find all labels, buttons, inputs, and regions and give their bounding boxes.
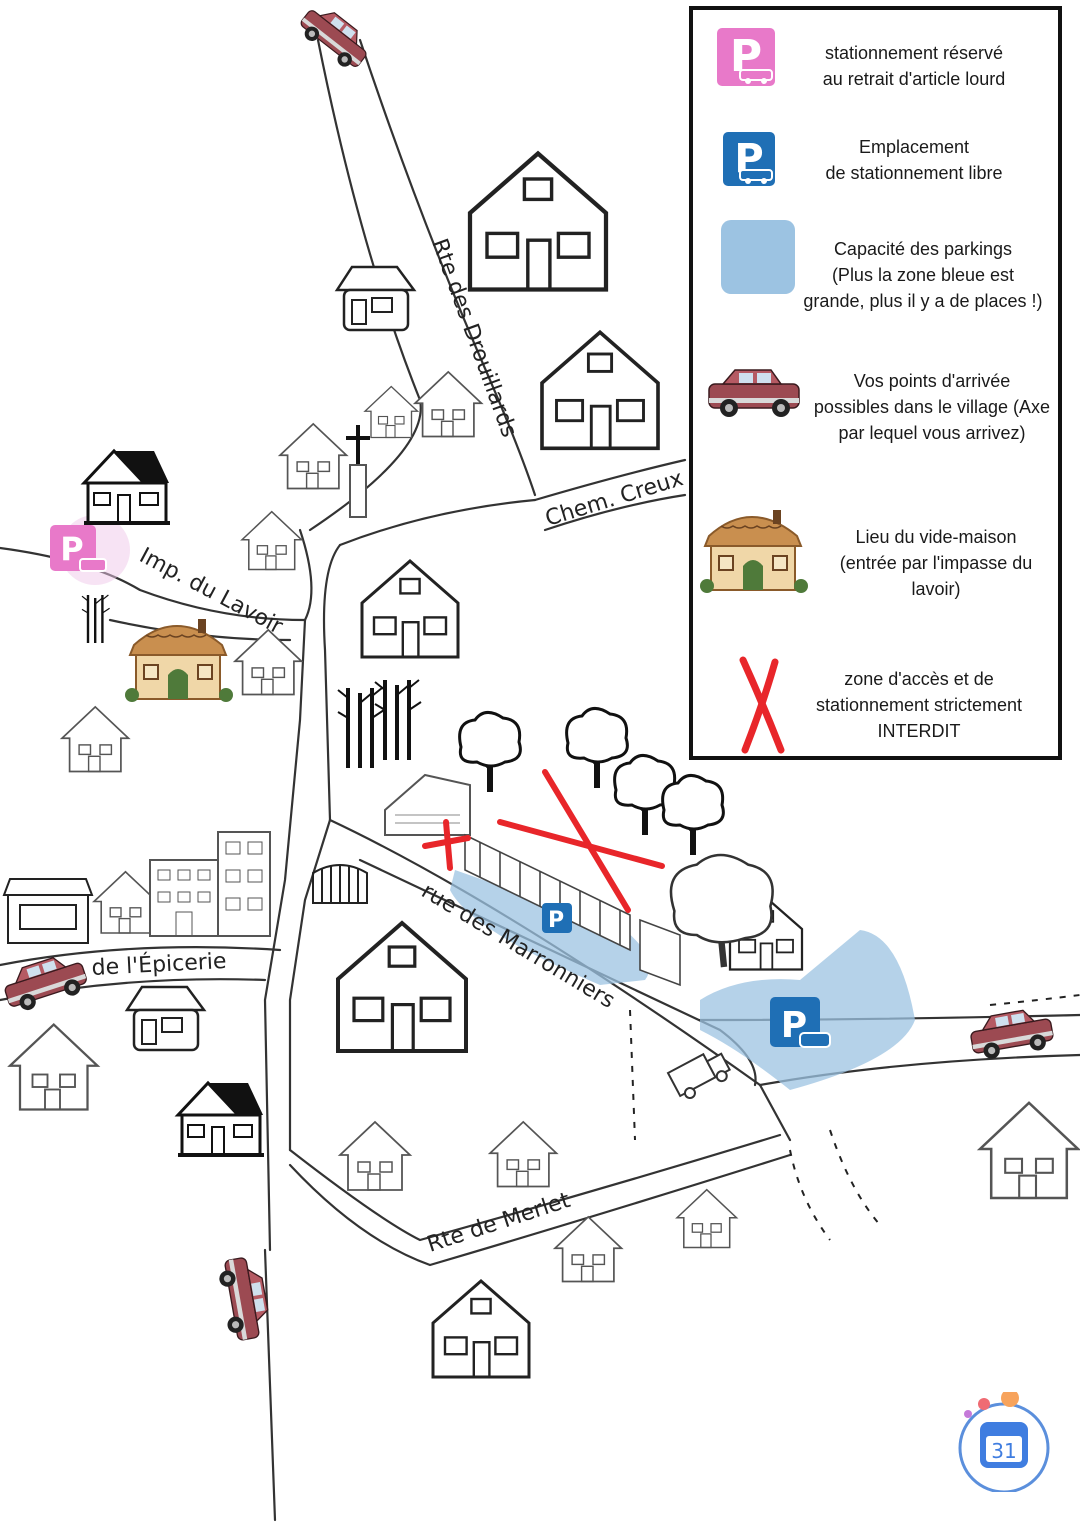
legend-text-line: Capacité des parkings <box>833 239 1013 259</box>
map-legend: P stationnement réservé au retrait d'art… <box>689 6 1062 760</box>
car-icon <box>708 369 800 418</box>
blue-parking-sign-icon: P <box>723 132 775 186</box>
legend-text-line: possibles dans le village (Axe <box>813 397 1051 417</box>
legend-text-line: Lieu du vide-maison <box>855 527 1017 547</box>
road-label-epicerie: de l'Épicerie <box>91 948 227 981</box>
blue-zone-icon <box>721 220 795 294</box>
pink-parking-sign-icon: P <box>717 28 775 86</box>
cross-icon <box>346 425 370 518</box>
truck-icon <box>666 1052 732 1100</box>
sale-house-icon <box>699 509 809 594</box>
svg-text:P: P <box>548 908 564 933</box>
legend-item-blue-zone: Capacité des parkings (Plus la zone bleu… <box>693 220 1066 311</box>
legend-text-line: Vos points d'arrivée <box>853 371 1011 391</box>
houses <box>2 154 1080 1379</box>
legend-text-line: lavoir) <box>911 579 961 599</box>
legend-item-pink-parking: P stationnement réservé au retrait d'art… <box>693 24 1066 94</box>
parking-sign-blue-map-small: P <box>542 903 572 933</box>
legend-text-line: grande, plus il y a de places !) <box>803 291 1043 311</box>
legend-text-line: (entrée par l'impasse du <box>839 553 1033 573</box>
legend-item-forbidden: zone d'accès et de stationnement stricte… <box>693 650 1066 754</box>
calendar-app-badge[interactable]: 31 <box>952 1389 1052 1494</box>
legend-text-line: par lequel vous arrivez) <box>838 423 1026 443</box>
legend-text-line: zone d'accès et de <box>844 669 994 689</box>
legend-item-blue-parking: P Emplacement de stationnement libre <box>693 128 1066 198</box>
legend-text-line: de stationnement libre <box>825 163 1003 183</box>
parking-sign-blue-map-large: P <box>770 997 831 1048</box>
dashed-paths <box>629 994 1080 1241</box>
parking-sign-pink-map: P <box>50 525 107 572</box>
forbidden-zone-marks <box>422 769 665 913</box>
legend-text-line: INTERDIT <box>877 721 961 741</box>
legend-text-line: stationnement strictement <box>815 695 1023 715</box>
legend-item-sale-house: Lieu du vide-maison (entrée par l'impass… <box>693 500 1066 610</box>
legend-text-line: stationnement réservé <box>824 43 1004 63</box>
fence <box>464 833 681 987</box>
legend-item-car: Vos points d'arrivée possibles dans le v… <box>693 360 1066 450</box>
trees <box>80 593 774 968</box>
calendar-day: 31 <box>991 1439 1016 1463</box>
legend-text-line: Emplacement <box>858 137 970 157</box>
sale-house-marker <box>124 618 234 703</box>
road-label-merlet: Rte de Merlet <box>424 1188 574 1258</box>
red-x-icon <box>739 656 785 754</box>
svg-text:P: P <box>60 530 83 568</box>
legend-text-line: au retrait d'article lourd <box>822 69 1006 89</box>
legend-text-line: (Plus la zone bleue est <box>831 265 1015 285</box>
gate-icon <box>312 864 368 904</box>
